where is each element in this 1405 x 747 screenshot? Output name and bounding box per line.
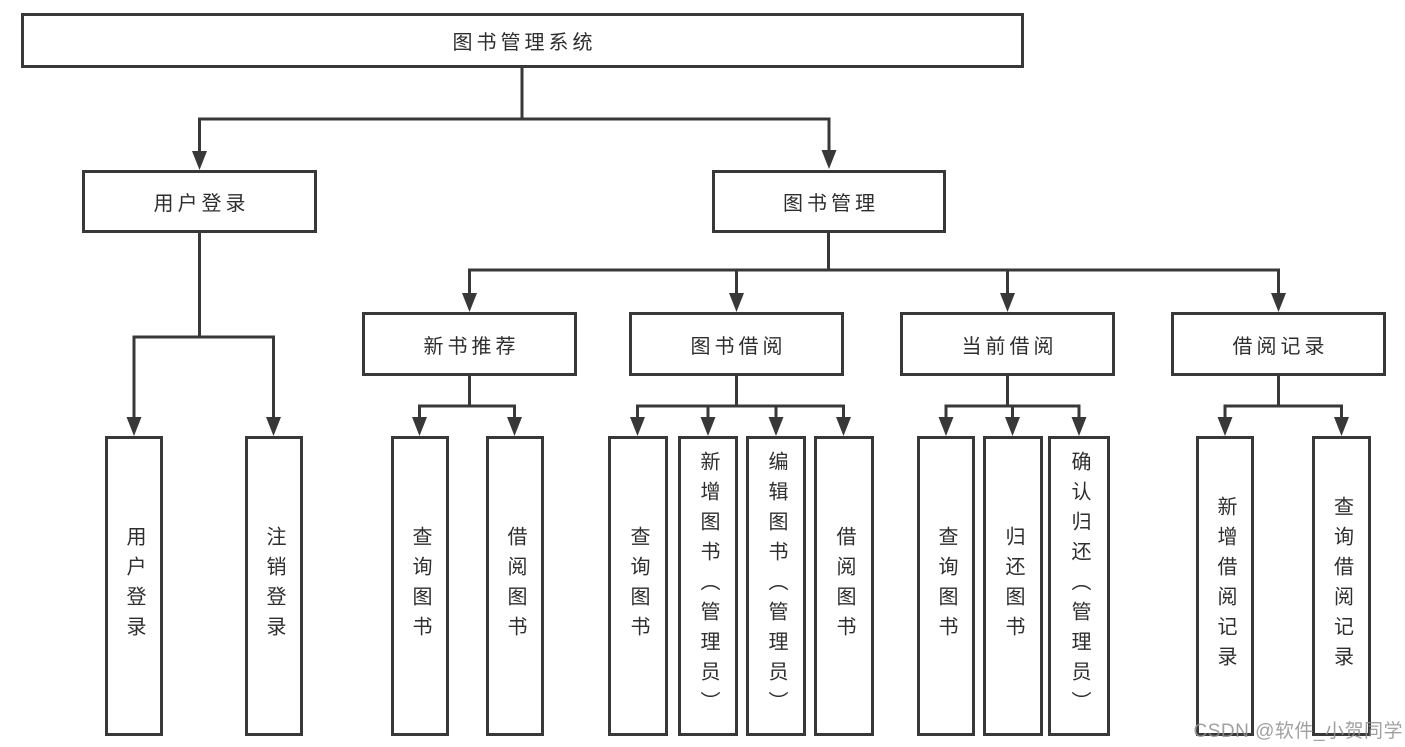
leaf-query-books-current: 查询图书 [917, 436, 975, 736]
arrow-down-icon [1271, 293, 1286, 312]
arrow-down-icon [1217, 417, 1233, 436]
arrow-down-icon [938, 417, 954, 436]
node-user-login: 用户登录 [82, 170, 317, 233]
node-library-system: 图书管理系统 [21, 13, 1024, 68]
arrow-down-icon [507, 417, 522, 436]
leaf-query-borrowing-record: 查询借阅记录 [1312, 436, 1371, 736]
node-book-borrowing: 图书借阅 [629, 312, 844, 376]
leaf-user-login-label: 用户登录 [123, 526, 145, 646]
leaf-return-books-label: 归还图书 [1002, 526, 1024, 646]
csdn-watermark: CSDN @软件_小贺同学 [1193, 721, 1403, 742]
arrow-down-icon [1000, 293, 1015, 312]
leaf-borrow-books-recommend: 借阅图书 [486, 436, 544, 736]
arrow-down-icon [1071, 417, 1087, 436]
leaf-query-books-borrowing: 查询图书 [608, 436, 668, 736]
connector-root-branch [198, 117, 831, 153]
leaf-add-borrowing-record-label: 新增借阅记录 [1214, 496, 1236, 676]
connector-records-branch [1223, 404, 1343, 419]
leaf-user-login: 用户登录 [105, 436, 163, 736]
leaf-edit-book-admin: 编辑图书（管理员） [746, 436, 806, 736]
leaf-query-books-recommend-label: 查询图书 [409, 526, 431, 646]
leaf-confirm-return-admin-label: 确认归还（管理员） [1068, 451, 1090, 721]
leaf-add-borrowing-record: 新增借阅记录 [1196, 436, 1254, 736]
connector-user-login-branch [132, 335, 275, 419]
arrow-down-icon [1334, 417, 1349, 436]
leaf-confirm-return-admin: 确认归还（管理员） [1048, 436, 1110, 736]
node-book-management: 图书管理 [712, 170, 946, 233]
node-borrowing-records: 借阅记录 [1171, 312, 1386, 376]
connector-recommend-branch [418, 404, 516, 419]
connector-borrowing-branch [636, 404, 845, 419]
leaf-borrow-books-label: 借阅图书 [833, 526, 855, 646]
leaf-edit-book-admin-label: 编辑图书（管理员） [765, 451, 787, 721]
leaf-logout-label: 注销登录 [263, 526, 285, 646]
leaf-query-borrowing-record-label: 查询借阅记录 [1330, 496, 1353, 676]
arrow-down-icon [836, 417, 851, 436]
node-book-borrowing-label: 图书借阅 [690, 335, 787, 358]
leaf-query-books-recommend: 查询图书 [391, 436, 449, 736]
arrow-down-icon [768, 417, 784, 436]
arrow-down-icon [192, 151, 207, 170]
leaf-add-book-admin: 新增图书（管理员） [678, 436, 738, 736]
leaf-query-books-borrowing-label: 查询图书 [627, 526, 649, 646]
leaf-borrow-books: 借阅图书 [814, 436, 874, 736]
arrow-down-icon [412, 417, 427, 436]
node-book-management-label: 图书管理 [783, 193, 879, 215]
arrow-down-icon [126, 417, 142, 436]
arrow-down-icon [729, 293, 744, 312]
leaf-borrow-books-recommend-label: 借阅图书 [504, 526, 526, 646]
leaf-logout: 注销登录 [245, 436, 303, 736]
node-new-book-recommendation-label: 新书推荐 [423, 335, 520, 358]
connector-book-management-branch [468, 268, 1280, 295]
node-current-borrowing-label: 当前借阅 [961, 335, 1058, 358]
node-user-login-label: 用户登录 [153, 193, 250, 215]
leaf-add-book-admin-label: 新增图书（管理员） [697, 451, 719, 721]
arrow-down-icon [630, 417, 645, 436]
node-borrowing-records-label: 借阅记录 [1232, 335, 1329, 358]
leaf-query-books-current-label: 查询图书 [935, 526, 957, 646]
arrow-down-icon [700, 417, 716, 436]
node-current-borrowing: 当前借阅 [900, 312, 1115, 376]
arrow-down-icon [462, 293, 477, 312]
node-new-book-recommendation: 新书推荐 [362, 312, 577, 376]
arrow-down-icon [821, 150, 837, 169]
node-library-system-label: 图书管理系统 [452, 32, 597, 54]
leaf-return-books: 归还图书 [983, 436, 1043, 736]
arrow-down-icon [266, 417, 281, 436]
arrow-down-icon [1005, 417, 1020, 436]
